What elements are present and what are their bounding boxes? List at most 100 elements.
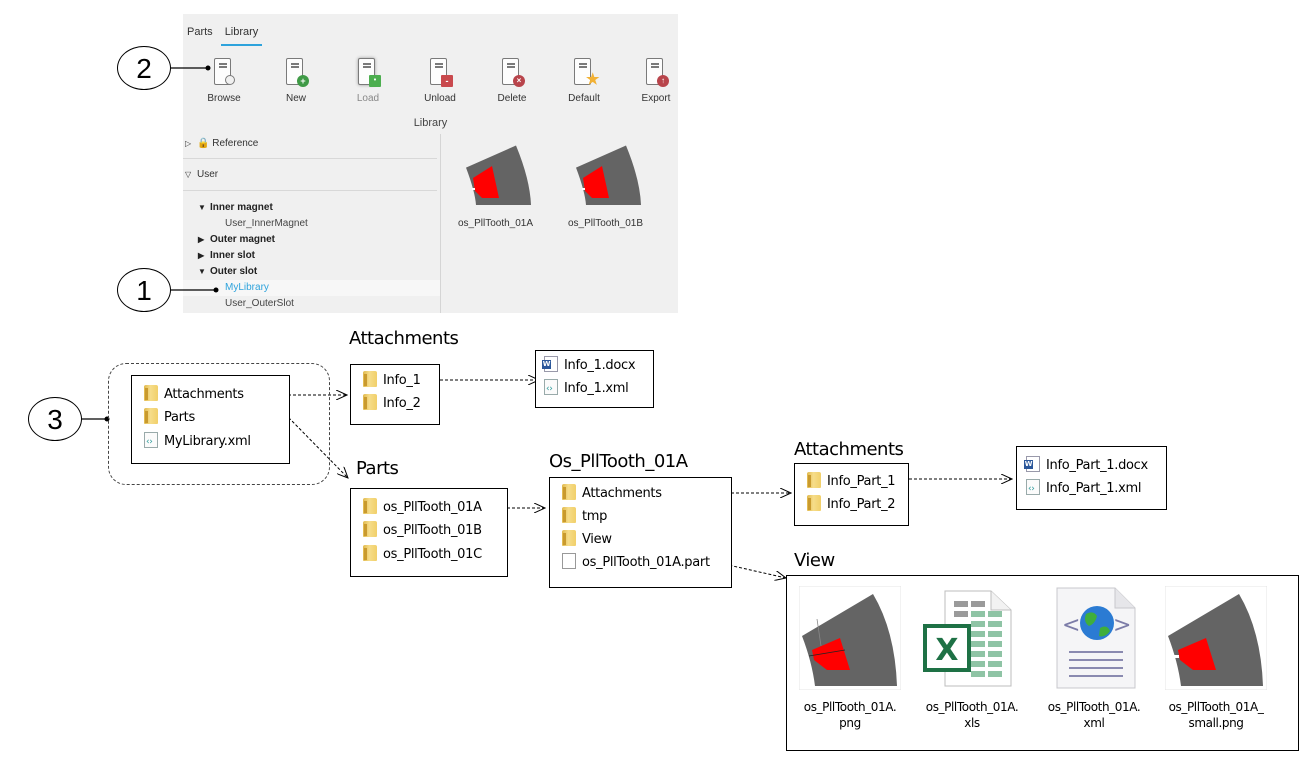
view-title: View xyxy=(794,550,835,571)
parts-title: Parts xyxy=(356,458,399,479)
tree-section-user[interactable]: ▽User xyxy=(183,165,218,185)
xml-file-icon xyxy=(144,432,158,452)
part-thumbnail[interactable]: os_PllTooth_01B xyxy=(553,144,658,229)
attachments-folder: Info_1 Info_2 xyxy=(350,364,440,425)
export-label: Export xyxy=(641,93,671,104)
caret-right-icon: ▶ xyxy=(198,235,205,244)
section-label: Reference xyxy=(212,138,259,149)
unload-label: Unload xyxy=(424,93,456,104)
view-file-item[interactable]: X os_PllTooth_01A.xls xyxy=(917,586,1027,731)
new-label: New xyxy=(285,93,306,104)
part-preview-icon xyxy=(575,145,641,205)
expand-right-icon: ▷ xyxy=(185,139,192,148)
node-label: Outer magnet xyxy=(210,234,276,245)
divider xyxy=(183,158,437,159)
book-star-icon: ★ xyxy=(569,56,599,90)
file-item[interactable]: Info_Part_1.xml xyxy=(1026,479,1141,499)
folder-item[interactable]: tmp xyxy=(562,507,607,527)
arrow-view xyxy=(621,540,786,578)
view-file-item[interactable]: os_PllTooth_01A.png xyxy=(795,585,905,731)
file-item[interactable]: Info_Part_1.docx xyxy=(1024,456,1148,476)
png-image-icon xyxy=(798,585,902,691)
file-item[interactable]: Info_1.docx xyxy=(542,356,636,376)
load-button[interactable]: • Load xyxy=(338,56,398,104)
tab-library[interactable]: Library xyxy=(220,24,263,46)
item-label: Attachments xyxy=(582,486,662,501)
folder-item[interactable]: os_PllTooth_01B xyxy=(363,521,482,541)
item-label: Parts xyxy=(164,410,195,425)
arrow-parts xyxy=(203,418,348,478)
tree-node-user-outerslot[interactable]: User_OuterSlot xyxy=(225,298,294,309)
browse-label: Browse xyxy=(207,93,241,104)
folder-icon xyxy=(363,394,377,410)
delete-button[interactable]: × Delete xyxy=(482,56,542,104)
node-label: Outer slot xyxy=(210,266,258,277)
default-label: Default xyxy=(568,93,600,104)
callout-3: 3 xyxy=(28,397,82,441)
folder-item[interactable]: Info_1 xyxy=(363,371,421,391)
file-item[interactable]: MyLibrary.xml xyxy=(144,432,251,452)
part-thumbnails: os_PllTooth_01A os_PllTooth_01B xyxy=(441,134,678,313)
folder-icon xyxy=(562,530,576,546)
tree-node-outer-slot[interactable]: ▼ Outer slot xyxy=(198,264,257,280)
library-panel: Parts Library Browse + New • Load xyxy=(183,14,678,313)
view-file-item[interactable]: < > os_PllTooth_01A.xml xyxy=(1039,586,1149,731)
browse-button[interactable]: Browse xyxy=(194,56,254,104)
book-search-icon xyxy=(209,56,239,90)
tree-node-inner-slot[interactable]: ▶Inner slot xyxy=(198,248,255,264)
part-attachments-folder: Info_Part_1 Info_Part_2 xyxy=(794,463,909,526)
folder-item[interactable]: os_PllTooth_01A xyxy=(363,498,482,518)
folder-icon xyxy=(144,408,158,424)
folder-icon xyxy=(363,371,377,387)
node-label: Inner magnet xyxy=(210,202,273,213)
file-item[interactable]: Info_1.xml xyxy=(544,379,629,399)
book-load-icon: • xyxy=(353,56,383,90)
tree-node-outer-magnet[interactable]: ▶ Outer magnet xyxy=(198,232,275,248)
callout-1-dot xyxy=(213,287,219,293)
tree-node-inner-magnet[interactable]: ▼Inner magnet xyxy=(198,200,273,216)
tab-bar: Parts Library xyxy=(183,24,263,46)
lock-icon: 🔒 xyxy=(197,138,210,149)
library-root-folder: Attachments Parts MyLibrary.xml xyxy=(131,375,290,464)
tree-node-user-innermagnet[interactable]: User_InnerMagnet xyxy=(225,218,308,229)
default-button[interactable]: ★ Default xyxy=(554,56,614,104)
unload-button[interactable]: - Unload xyxy=(410,56,470,104)
folder-icon xyxy=(807,495,821,511)
svg-text:>: > xyxy=(1113,613,1131,638)
item-label: View xyxy=(582,532,612,547)
item-label: Info_Part_1.xml xyxy=(1046,481,1142,496)
delete-label: Delete xyxy=(497,93,527,104)
item-label: Info_Part_2 xyxy=(827,497,896,512)
file-item[interactable]: os_PllTooth_01A.part xyxy=(562,553,710,573)
folder-item[interactable]: Info_Part_2 xyxy=(807,495,896,515)
folder-item[interactable]: Attachments xyxy=(144,385,244,405)
item-label: Attachments xyxy=(164,387,244,402)
folder-icon xyxy=(363,545,377,561)
export-button[interactable]: ↑ Export xyxy=(626,56,686,104)
folder-item[interactable]: View xyxy=(562,530,612,550)
folder-item[interactable]: Attachments xyxy=(562,484,662,504)
tab-parts[interactable]: Parts xyxy=(187,26,213,38)
callout-2: 2 xyxy=(117,46,171,90)
caret-down-icon: ▼ xyxy=(198,267,206,276)
part-thumbnail[interactable]: os_PllTooth_01A xyxy=(443,144,548,229)
view-file-label: os_PllTooth_01A.png xyxy=(803,700,897,730)
info1-folder: Info_1.docx Info_1.xml xyxy=(535,350,654,408)
node-label: Inner slot xyxy=(210,250,256,261)
svg-text:X: X xyxy=(935,633,958,668)
folder-item[interactable]: os_PllTooth_01C xyxy=(363,545,482,565)
folder-icon xyxy=(363,498,377,514)
folder-item[interactable]: Info_Part_1 xyxy=(807,472,896,492)
folder-icon xyxy=(363,521,377,537)
item-label: Info_Part_1.docx xyxy=(1046,458,1148,473)
folder-item[interactable]: Info_2 xyxy=(363,394,421,414)
folder-item[interactable]: Parts xyxy=(144,408,195,428)
tree-node-mylibrary[interactable]: MyLibrary xyxy=(225,282,269,293)
panel-splitter[interactable] xyxy=(440,134,441,313)
word-doc-icon xyxy=(542,356,558,372)
tree-section-reference[interactable]: ▷ 🔒 Reference xyxy=(183,134,258,154)
part-folder-title: Os_PllTooth_01A xyxy=(549,451,688,472)
item-label: os_PllTooth_01B xyxy=(383,523,482,538)
new-button[interactable]: + New xyxy=(266,56,326,104)
view-file-item[interactable]: os_PllTooth_01A_small.png xyxy=(1161,585,1271,731)
